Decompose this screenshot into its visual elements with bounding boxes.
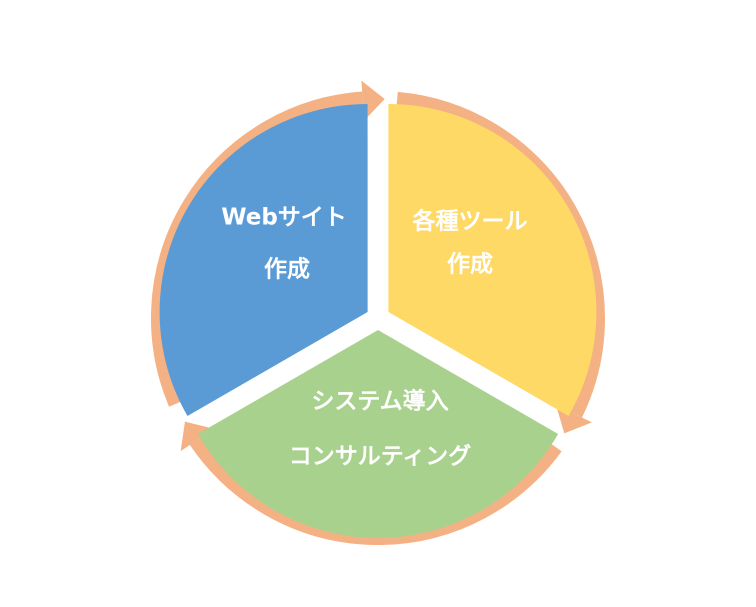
segment-tools-label-line2: 作成	[447, 252, 493, 278]
segment-system-label-line1: システム導入	[311, 388, 448, 415]
segment-tools-label-line1: 各種ツール	[412, 208, 528, 235]
segment-web-label-line1: Webサイト	[221, 205, 347, 231]
cycle-segments	[159, 104, 597, 538]
segment-system-consulting[interactable]	[197, 330, 559, 538]
segment-system-label-line2: コンサルティング	[289, 443, 472, 470]
arrow-system-head	[180, 421, 214, 452]
segment-web-site[interactable]	[159, 104, 368, 416]
segment-tools[interactable]	[388, 104, 597, 416]
segment-labels: Webサイト 作成 各種ツール 作成 システム導入 コンサルティング	[221, 205, 527, 470]
segment-web-label-line2: 作成	[264, 257, 310, 283]
